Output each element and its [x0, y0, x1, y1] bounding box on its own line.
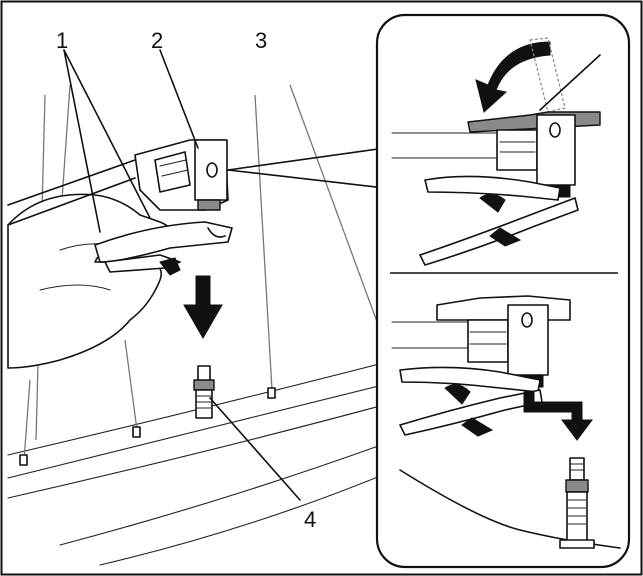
spoke-nipple — [19, 454, 28, 466]
curved-arrow-icon — [475, 41, 551, 113]
spoke-nipple — [132, 426, 141, 438]
presta-valve — [193, 365, 215, 419]
wheel-spokes — [19, 84, 381, 466]
detail-panel — [375, 13, 631, 569]
arrow-down-icon — [183, 275, 223, 340]
main-view: 1 2 3 4 — [7, 28, 396, 566]
callout-2: 2 — [151, 28, 163, 53]
callout-1: 1 — [56, 28, 68, 53]
bent-arrow-icon — [523, 391, 593, 441]
pump-hose — [7, 177, 136, 226]
detail-lever-close — [391, 37, 601, 266]
pump-head — [94, 139, 233, 276]
spoke-nipple — [267, 387, 276, 399]
valve-closeup — [559, 457, 595, 549]
pump-hose — [7, 159, 136, 206]
wheel-rim — [7, 359, 396, 566]
hand — [7, 193, 174, 369]
callout-3: 3 — [255, 28, 267, 53]
leader-lines — [63, 49, 386, 501]
callout-4: 4 — [304, 507, 316, 532]
finger-line — [39, 284, 111, 291]
detail-panel-frame — [375, 13, 631, 569]
detail-attach-valve — [391, 295, 621, 549]
